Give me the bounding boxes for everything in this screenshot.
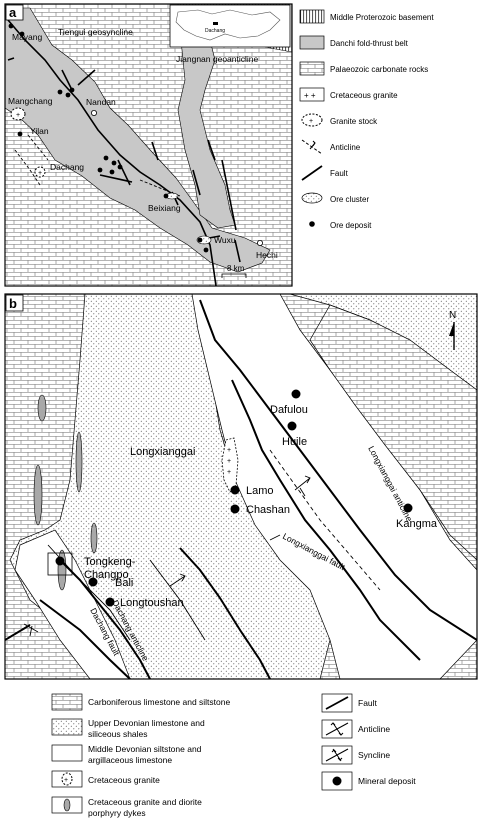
legend-b-updev-2: siliceous shales bbox=[88, 729, 148, 739]
legend-b-syncline-label: Syncline bbox=[358, 750, 390, 760]
label-mangchang: Mangchang bbox=[8, 96, 53, 106]
legend-b-dyke-2: porphyry dykes bbox=[88, 808, 146, 818]
panel-a-frame bbox=[4, 3, 293, 287]
label-jiangnan: Jiangnan geoanticline bbox=[176, 54, 259, 64]
tongkeng-box bbox=[47, 552, 73, 576]
legend-b-granite-plus: + bbox=[64, 777, 68, 784]
legend-swatch-carbonate bbox=[299, 61, 325, 76]
label-kangma: Kangma bbox=[396, 518, 438, 530]
north-label: N bbox=[449, 310, 456, 321]
label-longtoushan: Longtoushan bbox=[120, 597, 184, 609]
label-bali: Bali bbox=[115, 577, 133, 589]
north-arrow: N bbox=[449, 310, 456, 350]
label-beixiang: Beixiang bbox=[148, 203, 181, 213]
legend-ore-deposit-icon bbox=[309, 221, 315, 227]
svg-text:+: + bbox=[227, 447, 231, 454]
legend-ore-cluster-label: Ore cluster bbox=[330, 195, 369, 204]
label-mayang: Mayang bbox=[12, 32, 43, 42]
label-wuxu: Wuxu bbox=[214, 235, 236, 245]
fold-arrows-b bbox=[23, 475, 311, 637]
label-nandan: Nandan bbox=[86, 97, 116, 107]
label-dafulou: Dafulou bbox=[270, 404, 308, 416]
towns-a bbox=[91, 110, 263, 246]
legend-fault-label: Fault bbox=[330, 169, 349, 178]
label-lamo: Lamo bbox=[246, 485, 274, 497]
inset-label: Dachang bbox=[205, 28, 225, 34]
panel-a-tag-box bbox=[5, 4, 24, 21]
panel-a-tag: a bbox=[9, 5, 17, 20]
legend-b-middev-2: argillaceous limestone bbox=[88, 755, 172, 765]
legend-ore-deposit-label: Ore deposit bbox=[330, 221, 372, 230]
ore-deposits-a bbox=[8, 23, 209, 253]
fold-thrust-belt bbox=[5, 7, 271, 273]
label-longxianggai: Longxianggai bbox=[130, 446, 195, 458]
legend-stock-plus: + bbox=[309, 118, 313, 125]
legend-granite-plus: + + bbox=[304, 91, 316, 100]
legend-basement-label: Middle Proterozoic basement bbox=[330, 13, 434, 22]
legend-b-granite-shape bbox=[61, 772, 73, 786]
legend-swatch-stock bbox=[301, 113, 323, 127]
label-hechi: Hechi bbox=[256, 250, 278, 260]
legend-b-swatch-carb bbox=[51, 693, 83, 711]
legend-b-dyke-1: Cretaceous granite and diorite bbox=[88, 797, 202, 807]
label-changpo: Changpo bbox=[84, 569, 129, 581]
lower-left-strip bbox=[14, 529, 131, 679]
label-chashan: Chashan bbox=[246, 504, 290, 516]
panel-a-map: + + Mayang Tiengui g bbox=[4, 3, 293, 287]
granite-stock-yilan bbox=[10, 107, 26, 121]
label-dachang: Dachang bbox=[50, 162, 84, 172]
legend-b-anticline-icon bbox=[325, 722, 349, 736]
legend-fold-belt-label: Danchi fold-thrust belt bbox=[330, 39, 409, 48]
legend-b-updev-1: Upper Devonian limestone and bbox=[88, 718, 205, 728]
granite-plus-b: + + + bbox=[227, 447, 231, 476]
legend-b-fault-icon bbox=[325, 696, 349, 710]
legend-granite-label: Cretaceous granite bbox=[330, 91, 398, 100]
legend-b-anticline-label: Anticline bbox=[358, 724, 390, 734]
scale-label: 8 km bbox=[227, 264, 245, 273]
label-tongkeng: Tongkeng- bbox=[84, 556, 136, 568]
jiangnan-gray-area bbox=[177, 29, 236, 229]
legend-b-middev-1: Middle Devonian siltstone and bbox=[88, 744, 202, 754]
legend-b-carb-1: Carboniferous limestone and siltstone bbox=[88, 697, 230, 707]
legend-carbonate-label: Palaeozoic carbonate rocks bbox=[330, 65, 428, 74]
panel-a-legend: Middle Proterozoic basement Danchi fold-… bbox=[299, 9, 434, 230]
granite-stock-dachang bbox=[34, 166, 46, 178]
label-yilan: Yilan bbox=[30, 126, 49, 136]
legend-swatch-basement bbox=[299, 9, 325, 24]
legend-b-swatch-middev bbox=[51, 744, 83, 762]
legend-b-deposit-label: Mineral deposit bbox=[358, 776, 416, 786]
legend-b-dyke-shape bbox=[63, 798, 71, 812]
legend-b-granite-1: Cretaceous granite bbox=[88, 775, 160, 785]
panel-b-frame bbox=[4, 293, 478, 680]
mineral-deposits-b bbox=[55, 389, 413, 607]
label-tiengui: Tiengui geosyncline bbox=[58, 27, 133, 37]
inset-map: Dachang bbox=[169, 4, 291, 48]
granite-plus-2: + bbox=[38, 170, 42, 177]
legend-b-deposit-icon bbox=[332, 776, 342, 786]
legend-fault-icon bbox=[301, 165, 323, 181]
legend-swatch-granite bbox=[299, 87, 325, 102]
right-brick bbox=[309, 304, 477, 561]
label-huile: Huile bbox=[282, 436, 307, 448]
legend-anticline-label: Anticline bbox=[330, 143, 361, 152]
panel-b-legend: Carboniferous limestone and siltstone Up… bbox=[51, 693, 416, 818]
scale-bar: 8 km bbox=[221, 264, 247, 278]
legend-b-fault-label: Fault bbox=[358, 698, 378, 708]
panel-b-map: + + + bbox=[4, 293, 478, 680]
svg-text:+: + bbox=[227, 469, 231, 476]
legend-swatch-fold-belt bbox=[299, 35, 325, 50]
legend-b-syncline-icon bbox=[325, 748, 349, 762]
panel-b-tag-box bbox=[5, 294, 24, 312]
legend-anticline-icon bbox=[301, 139, 323, 155]
legend-b-swatch-updev bbox=[51, 718, 83, 736]
legend-stock-label: Granite stock bbox=[330, 117, 378, 126]
granite-plus-1: + bbox=[16, 112, 20, 119]
panel-b-tag: b bbox=[9, 296, 17, 311]
svg-text:+: + bbox=[227, 458, 231, 465]
legend-swatch-ore-cluster bbox=[301, 192, 323, 204]
dykes bbox=[33, 394, 98, 591]
